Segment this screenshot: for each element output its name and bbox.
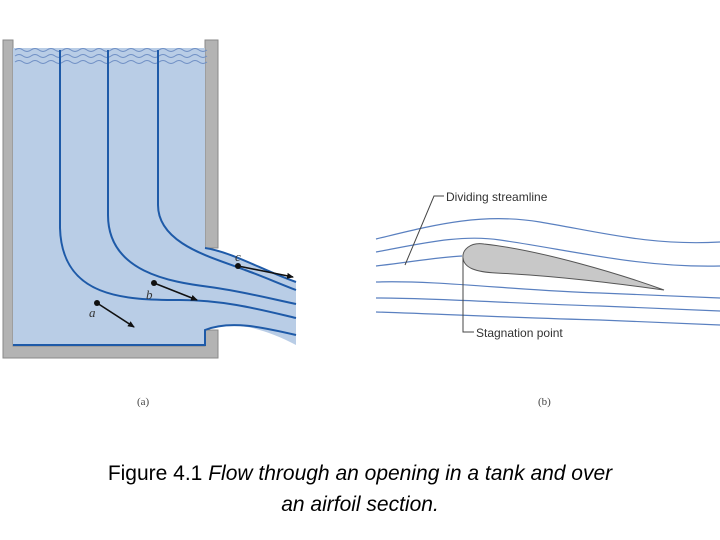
streamline-3 <box>107 50 297 305</box>
caption-line-1: Figure 4.1 Flow through an opening in a … <box>0 458 720 489</box>
water-region <box>13 48 296 346</box>
point-b-marker <box>151 280 198 301</box>
caption-text-2: an airfoil section. <box>281 493 439 516</box>
point-b-label: b <box>146 287 153 302</box>
caption-line-2: an airfoil section. <box>0 489 720 520</box>
dividing-streamline-leader <box>404 195 444 266</box>
point-a-label: a <box>89 305 96 320</box>
panel-b-airfoil: Dividing streamline Stagnation point (b) <box>375 190 720 408</box>
stagnation-point-label: Stagnation point <box>476 326 563 340</box>
point-a-marker <box>94 300 135 328</box>
figure-diagram: a b c (a) Dividing streamline Stagnation… <box>2 39 720 408</box>
panel-a-tank: a b c (a) <box>2 39 297 408</box>
caption-text-1: Flow through an opening in a tank and ov… <box>208 462 613 485</box>
streamline-1 <box>204 247 297 283</box>
streamline-4 <box>59 50 297 319</box>
airfoil-streamlines <box>375 218 720 326</box>
caption-number: Figure 4.1 <box>107 462 203 485</box>
tank-right-wall-upper <box>204 39 219 249</box>
streamline-5 <box>13 324 297 346</box>
dividing-streamline-label: Dividing streamline <box>446 190 548 204</box>
figure-caption: Figure 4.1 Flow through an opening in a … <box>0 458 720 520</box>
panel-a-sublabel: (a) <box>137 396 150 408</box>
panel-b-sublabel: (b) <box>538 396 551 408</box>
stagnation-point-leader <box>462 258 474 333</box>
dividing-streamline <box>375 255 463 267</box>
point-c-marker <box>235 263 294 279</box>
free-surface <box>14 48 208 64</box>
streamline-2 <box>157 50 297 291</box>
point-c-label: c <box>235 249 241 264</box>
tank-streamlines <box>13 50 297 346</box>
